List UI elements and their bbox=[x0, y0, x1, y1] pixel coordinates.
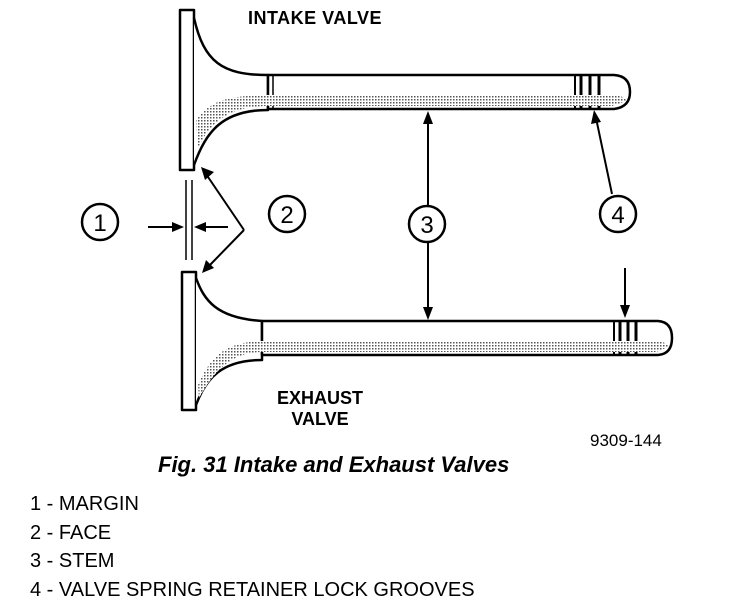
callout-1-label: 1 bbox=[93, 210, 106, 237]
intake-valve bbox=[178, 8, 632, 172]
callout-2-label: 2 bbox=[280, 202, 293, 229]
callout-1-circle bbox=[80, 202, 120, 242]
callout-3: 3 bbox=[407, 111, 447, 320]
callout-1: 1 bbox=[80, 180, 228, 260]
intake-shading bbox=[196, 95, 626, 150]
legend-item-lock-grooves: 4 - VALVE SPRING RETAINER LOCK GROOVES bbox=[30, 578, 475, 601]
exhaust-valve-title: EXHAUST VALVE bbox=[262, 388, 378, 430]
exhaust-title-line-1: EXHAUST bbox=[276, 388, 363, 408]
figure-caption: Fig. 31 Intake and Exhaust Valves bbox=[158, 452, 510, 477]
legend-list: 1 - MARGIN 2 - FACE 3 - STEM 4 - VALVE S… bbox=[30, 490, 475, 604]
callout-3-label: 3 bbox=[420, 212, 433, 239]
callout-4: 4 bbox=[591, 110, 638, 318]
callout-2-circle bbox=[267, 194, 307, 234]
callout-4-circle bbox=[598, 194, 638, 234]
legend-item-face: 2 - FACE bbox=[30, 521, 112, 544]
exhaust-valve-head bbox=[180, 270, 198, 412]
legend-item-margin: 1 - MARGIN bbox=[30, 493, 139, 515]
callout-2: 2 bbox=[201, 167, 307, 273]
intake-valve-title: INTAKE VALVE bbox=[248, 8, 383, 28]
callout-3-circle bbox=[407, 204, 447, 244]
intake-valve-head bbox=[178, 8, 196, 172]
exhaust-shading bbox=[198, 341, 668, 398]
legend-item-stem: 3 - STEM bbox=[30, 550, 115, 572]
figure-id: 9309-144 bbox=[590, 431, 662, 450]
exhaust-title-line-2: VALVE bbox=[291, 409, 349, 429]
callout-4-label: 4 bbox=[611, 202, 624, 229]
intake-valve-neck bbox=[192, 17, 270, 166]
